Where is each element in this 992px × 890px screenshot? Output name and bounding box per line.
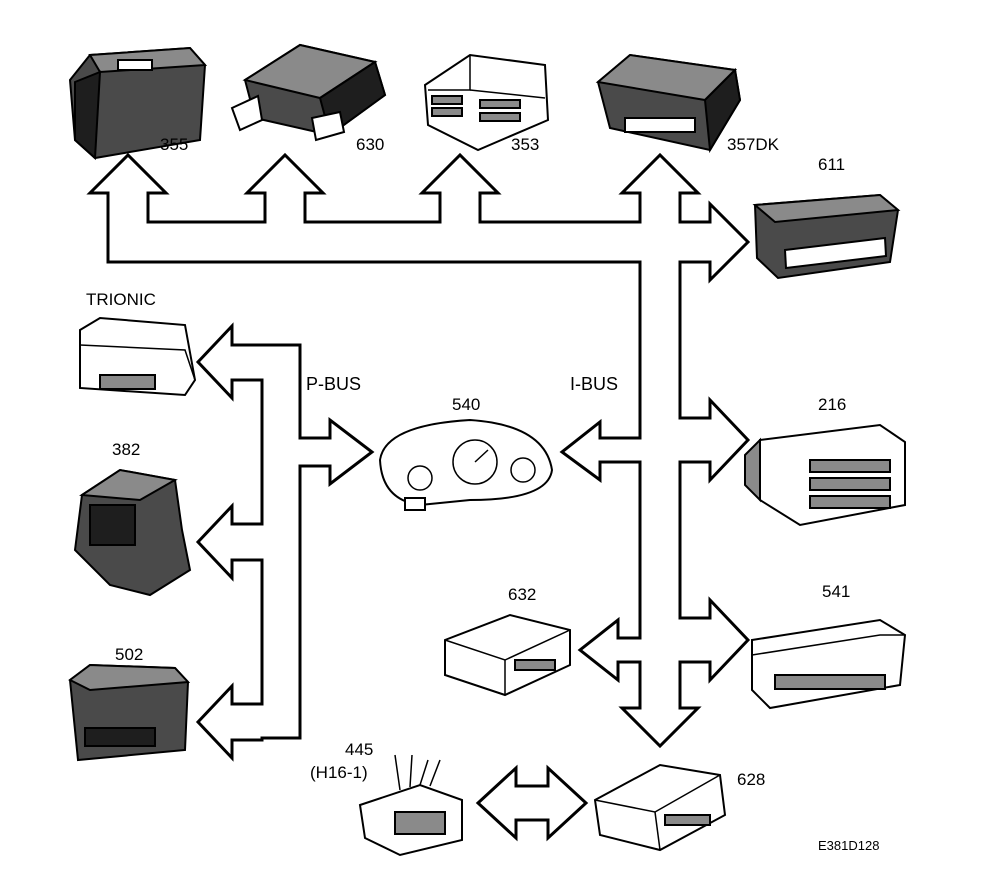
- module-357dk: 357DK: [595, 53, 780, 154]
- label-630: 630: [356, 135, 384, 154]
- p-bus-band: [195, 322, 375, 762]
- label-355: 355: [160, 135, 188, 154]
- label-216: 216: [818, 395, 846, 414]
- module-628: 628: [593, 763, 765, 852]
- diag-link-arrow: [475, 764, 589, 842]
- module-540: 540: [378, 395, 554, 511]
- bus-network: [86, 152, 751, 842]
- module-355: 355: [68, 46, 208, 161]
- figure-reference: E381D128: [818, 838, 879, 853]
- module-541: 541: [751, 582, 907, 710]
- label-628: 628: [737, 770, 765, 789]
- module-445: 445 (H16-1): [310, 740, 463, 857]
- label-540: 540: [452, 395, 480, 414]
- label-357dk: 357DK: [727, 135, 780, 154]
- module-353: 353: [423, 53, 550, 154]
- label-632: 632: [508, 585, 536, 604]
- label-611: 611: [818, 155, 845, 174]
- module-502: 502: [68, 645, 191, 762]
- i-bus-label: I-BUS: [570, 374, 618, 394]
- label-502: 502: [115, 645, 143, 664]
- top-bus-band: [86, 152, 751, 749]
- label-382: 382: [112, 440, 140, 459]
- label-445: 445: [345, 740, 373, 759]
- module-632: 632: [444, 585, 571, 697]
- module-trionic: TRIONIC: [79, 290, 197, 397]
- module-611: 611: [752, 155, 901, 280]
- module-382: 382: [73, 440, 192, 597]
- label-445-sub: (H16-1): [310, 763, 368, 782]
- label-trionic: TRIONIC: [86, 290, 156, 309]
- label-353: 353: [511, 135, 539, 154]
- label-541: 541: [822, 582, 850, 601]
- module-630: 630: [230, 43, 387, 154]
- p-bus-label: P-BUS: [306, 374, 361, 394]
- module-216: 216: [744, 395, 906, 527]
